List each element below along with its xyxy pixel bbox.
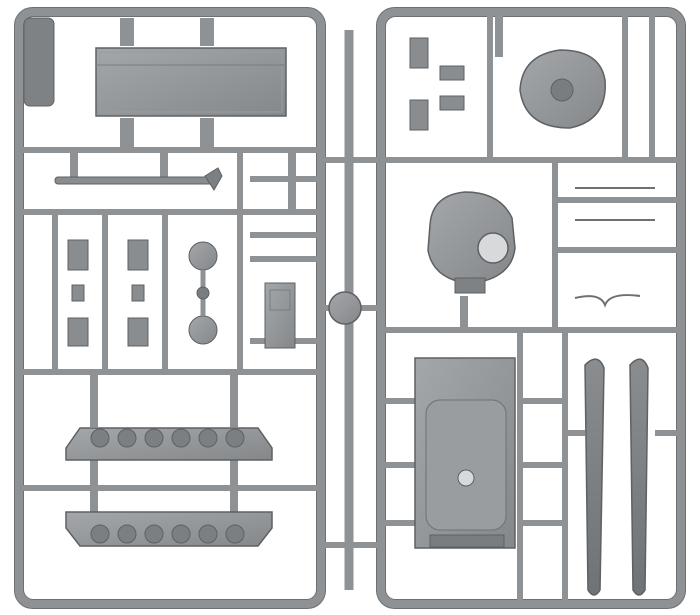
turret-hatch [519, 49, 606, 129]
small-parts-column-1 [67, 239, 89, 347]
exhaust-parts [264, 282, 296, 349]
sprue-hub [328, 291, 362, 325]
gun-barrel [54, 167, 223, 191]
machine-guns [574, 187, 655, 308]
hull-chassis [414, 357, 516, 549]
sprue-tab [23, 17, 55, 107]
sprue-runners [16, 9, 684, 607]
left-track-assembly [65, 427, 273, 461]
small-parts-column-2 [127, 239, 149, 347]
hatch-discs [188, 241, 218, 345]
right-track-assembly [65, 511, 273, 547]
exhaust-pipes [409, 37, 465, 131]
track-strip [584, 358, 649, 596]
hull-deck-plate [95, 47, 287, 117]
turret [427, 191, 516, 294]
